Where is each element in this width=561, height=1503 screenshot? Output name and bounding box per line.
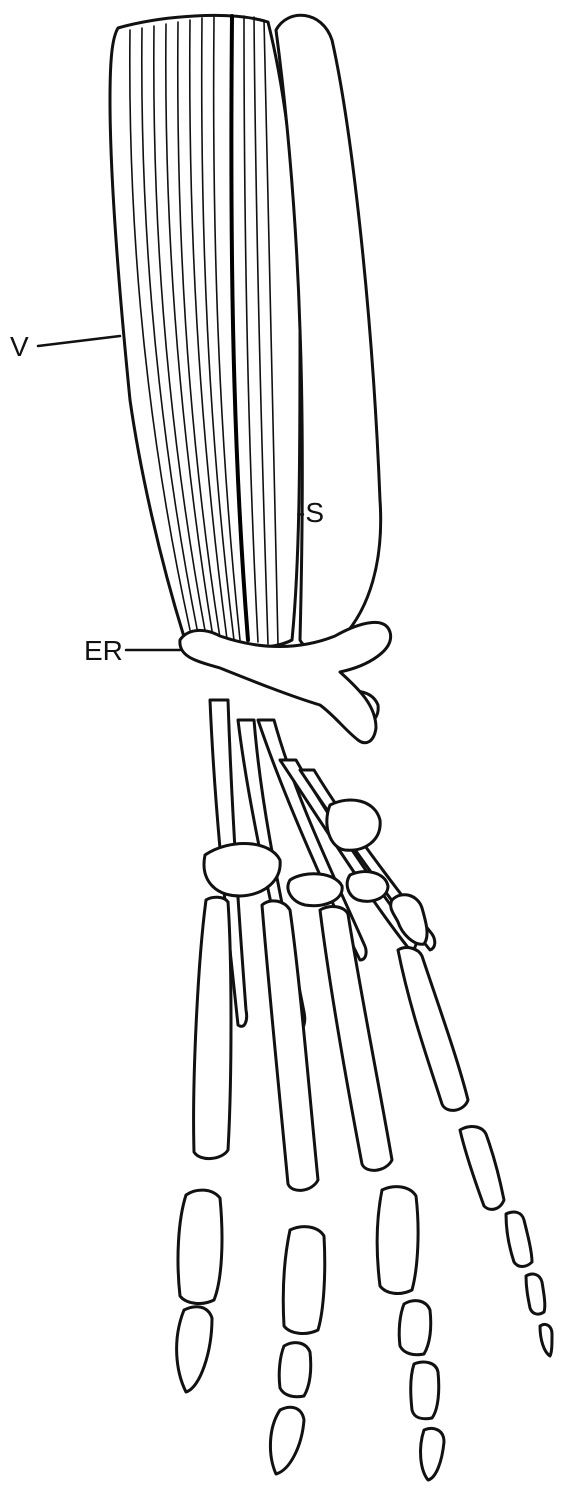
metacarpal-4: [398, 948, 468, 1111]
phalanx-4c: [526, 1274, 545, 1314]
phalanx-4a: [460, 1127, 504, 1210]
label-s-group: -S: [296, 497, 324, 528]
phalanx-3c: [411, 1362, 439, 1419]
phalanx-3b: [399, 1301, 431, 1355]
label-s: -S: [296, 497, 324, 528]
carpal-5: [391, 895, 427, 945]
muscle-v: [110, 15, 300, 648]
phalanx-1a: [178, 1190, 222, 1303]
label-er-group: ER: [84, 635, 180, 666]
carpal-3: [288, 874, 342, 906]
phalanx-2c: [270, 1407, 304, 1474]
phalanges: [177, 1127, 552, 1480]
phalanx-1b: [177, 1307, 212, 1392]
phalanx-2b: [279, 1343, 311, 1397]
label-er: ER: [84, 635, 123, 666]
phalanx-4b: [506, 1212, 532, 1267]
phalanx-2a: [283, 1227, 325, 1334]
phalanx-3a: [377, 1187, 418, 1294]
metacarpal-2: [262, 901, 318, 1191]
phalanx-4d: [540, 1324, 552, 1356]
carpal-1: [204, 844, 280, 896]
phalanx-3d: [421, 1429, 444, 1481]
label-v: V: [10, 331, 29, 362]
carpal-2: [327, 800, 380, 850]
label-v-group: V: [10, 331, 120, 362]
metacarpal-1: [194, 897, 231, 1158]
leader-line-v: [38, 336, 120, 346]
carpal-4: [347, 872, 388, 902]
